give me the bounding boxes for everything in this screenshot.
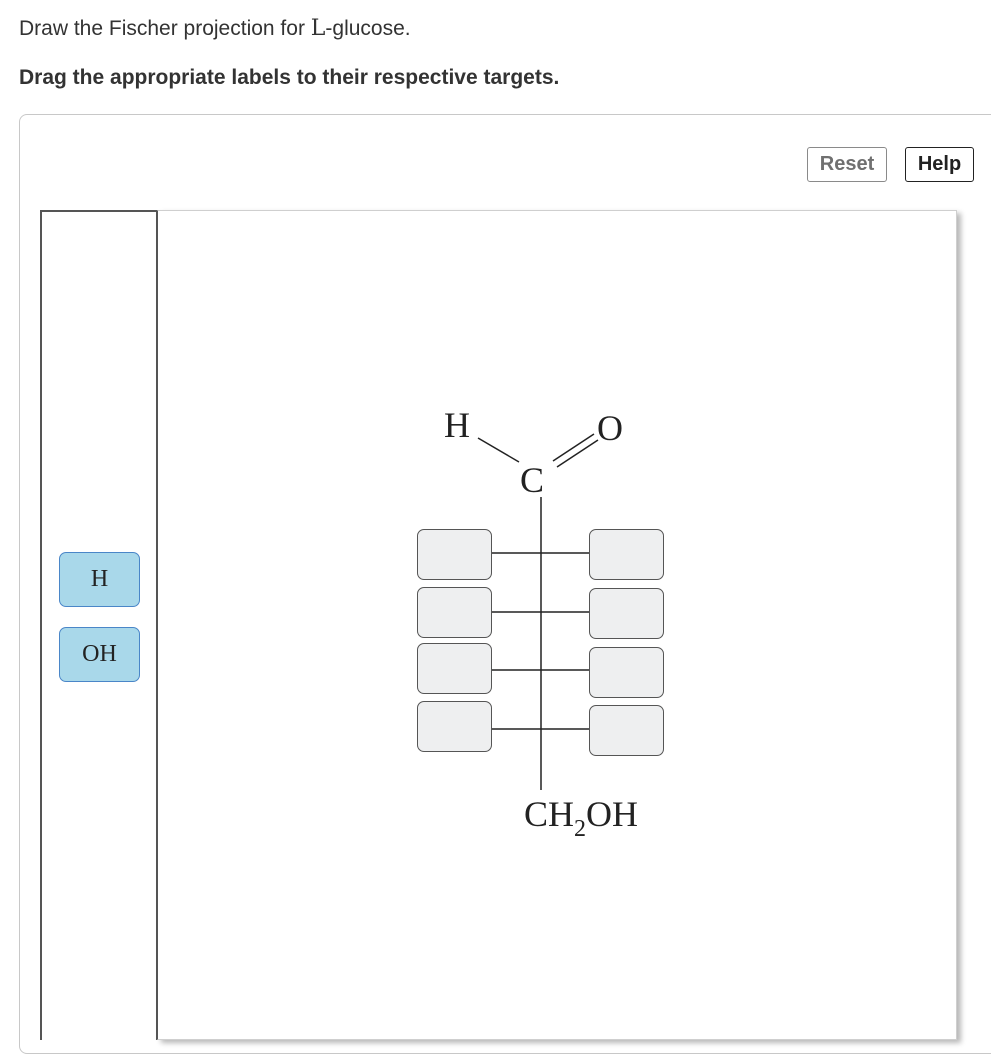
aldehyde-h-label: H (444, 405, 470, 445)
drop-target-c4-right[interactable] (589, 647, 664, 698)
ch2oh-ch: CH (524, 794, 574, 834)
drop-target-c3-right[interactable] (589, 588, 664, 639)
carbonyl-o-label: O (597, 408, 623, 448)
question-prefix: Draw the Fischer projection for (19, 17, 311, 40)
ch2oh-subscript: 2 (574, 816, 586, 842)
ch2oh-oh: OH (586, 794, 638, 834)
drop-target-c4-left[interactable] (417, 643, 492, 694)
reset-button[interactable]: Reset (807, 147, 887, 182)
instruction-text: Drag the appropriate labels to their res… (19, 66, 560, 89)
h-c-bond (477, 437, 520, 463)
c-o-double-bond-1 (556, 439, 599, 468)
label-oh[interactable]: OH (59, 627, 140, 682)
fischer-projection: H C O CH2OH (444, 405, 638, 842)
question-suffix: -glucose. (325, 17, 411, 40)
drop-target-c5-left[interactable] (417, 701, 492, 752)
drawing-area (157, 210, 957, 1040)
c-o-double-bond-2 (552, 433, 595, 462)
drop-target-c2-right[interactable] (589, 529, 664, 580)
drop-target-c3-left[interactable] (417, 587, 492, 638)
question-text: Draw the Fischer projection for L-glucos… (19, 16, 411, 41)
question-letter: L (310, 16, 326, 41)
help-button[interactable]: Help (905, 147, 974, 182)
ch2oh-group: CH2OH (524, 794, 638, 842)
drop-target-c2-left[interactable] (417, 529, 492, 580)
drop-target-c5-right[interactable] (589, 705, 664, 756)
label-h[interactable]: H (59, 552, 140, 607)
carbonyl-c-label: C (520, 460, 544, 500)
